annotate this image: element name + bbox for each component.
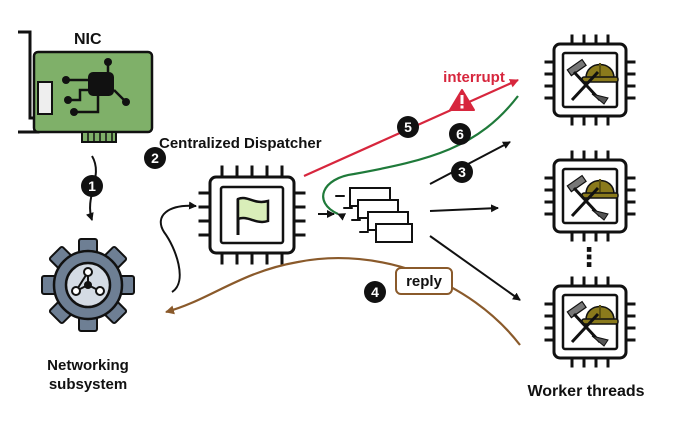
workers-label: Worker threads (527, 383, 644, 400)
svg-text:5: 5 (404, 119, 412, 135)
green-path-arrow (322, 95, 519, 221)
svg-text:6: 6 (456, 126, 464, 142)
dispatcher-label: Centralized Dispatcher (159, 135, 322, 152)
networking-label-line1: Networking (47, 357, 129, 374)
nic-label: NIC (74, 31, 102, 48)
nic-card-icon (18, 30, 154, 143)
worker-tools-icon (544, 34, 636, 126)
more-workers-ellipsis: ⋮ (576, 242, 602, 272)
queue-to-worker1-arrow (429, 141, 511, 185)
step-badge-4: 4 (364, 281, 386, 303)
svg-text:2: 2 (151, 150, 159, 166)
step-badge-1: 1 (81, 175, 103, 197)
worker-chip-1 (544, 34, 636, 126)
step-badge-6: 6 (449, 123, 471, 145)
reply-badge: reply (395, 267, 453, 295)
networking-label-line2: subsystem (49, 376, 127, 393)
svg-text:3: 3 (458, 164, 466, 180)
worker-chip-3 (544, 276, 636, 368)
worker-tools-icon (544, 276, 636, 368)
queue-icon (335, 187, 413, 243)
svg-text:1: 1 (88, 178, 96, 194)
reply-path-arrow (165, 256, 521, 346)
cpu-chip-icon (198, 165, 306, 265)
worker-tools-icon (544, 150, 636, 242)
svg-text:4: 4 (371, 284, 379, 300)
warning-icon (449, 89, 475, 111)
step-badge-5: 5 (397, 116, 419, 138)
step-badge-2: 2 (144, 147, 166, 169)
queue-to-worker3-arrow (429, 235, 521, 301)
queue-to-worker2-arrow (429, 204, 499, 213)
interrupt-label: interrupt (443, 69, 505, 86)
reply-label: reply (406, 273, 443, 290)
worker-chip-2 (544, 150, 636, 242)
gear-icon (41, 238, 135, 332)
step-badge-3: 3 (451, 161, 473, 183)
network-to-dispatcher-arrow (159, 201, 197, 293)
flag-icon (236, 196, 270, 235)
